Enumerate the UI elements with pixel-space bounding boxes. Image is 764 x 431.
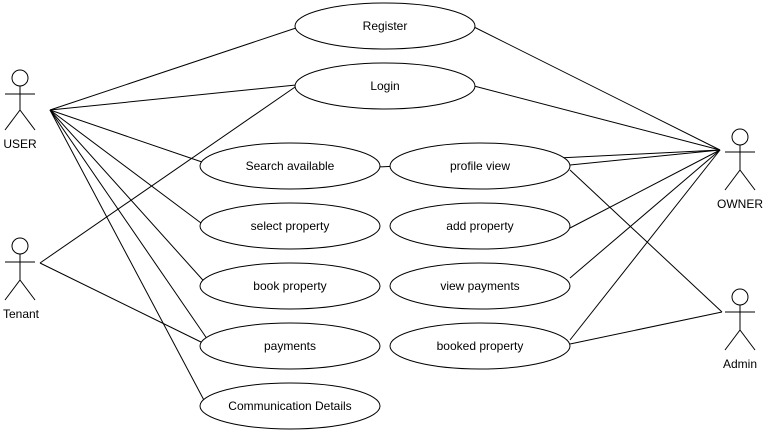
use-case-book-property-label: book property (253, 279, 326, 293)
edge-user-book-property (49, 109, 211, 289)
use-case-search-available[interactable]: Search available (199, 142, 381, 190)
edge-owner-view-payments (569, 149, 721, 279)
edge-tenant-payments (39, 262, 204, 344)
use-case-payments[interactable]: payments (199, 322, 381, 370)
use-case-login-shape (294, 62, 476, 110)
use-case-register-label: Register (363, 19, 408, 33)
use-case-profile-view[interactable]: profile view (389, 142, 571, 190)
actor-user-label: USER (3, 137, 37, 151)
use-case-book-property[interactable]: book property (199, 262, 381, 310)
use-case-communication-details-shape (199, 382, 381, 430)
actor-user-icon (4, 69, 36, 131)
actor-admin-label: Admin (723, 357, 757, 371)
use-case-booked-property-label: booked property (437, 339, 524, 353)
actor-admin-icon (724, 288, 756, 351)
use-case-payments-label: payments (264, 339, 316, 353)
actor-tenant-label: Tenant (3, 307, 40, 321)
actor-owner-icon (724, 128, 756, 191)
edge-user-communication-details (49, 109, 207, 405)
edge-admin-booked-property (569, 311, 723, 345)
use-case-select-property-label: select property (251, 219, 330, 233)
edge-owner-login (473, 85, 721, 151)
actor-owner-label: OWNER (717, 197, 763, 211)
edge-user-payments (49, 109, 213, 347)
use-case-login-label: Login (370, 79, 399, 93)
use-case-register[interactable]: Register (294, 2, 476, 50)
use-case-view-payments[interactable]: view payments (389, 262, 571, 310)
use-case-book-property-shape (199, 262, 381, 310)
use-case-add-property-label: add property (446, 219, 513, 233)
edge-owner-profile-view (569, 149, 721, 166)
use-case-booked-property[interactable]: booked property (389, 322, 571, 370)
associations (39, 26, 723, 405)
use-case-communication-details[interactable]: Communication Details (199, 382, 381, 430)
use-case-select-property-shape (199, 202, 381, 250)
use-case-select-property[interactable]: select property (199, 202, 381, 250)
use-case-communication-details-label: Communication Details (228, 399, 351, 413)
use-case-search-available-label: Search available (246, 159, 335, 173)
use-case-view-payments-shape (389, 262, 571, 310)
edge-user-select-property (49, 109, 206, 227)
use-case-login[interactable]: Login (294, 62, 476, 110)
actor-owner[interactable]: OWNER (717, 128, 763, 211)
use-case-profile-view-shape (389, 142, 571, 190)
edge-user-login (49, 84, 297, 111)
edge-owner-booked-property (569, 149, 721, 341)
edge-owner-register (473, 26, 721, 151)
actor-admin[interactable]: Admin (723, 288, 757, 371)
actor-tenant-icon (4, 237, 36, 301)
edge-user-search-available (49, 109, 203, 163)
use-case-payments-shape (199, 322, 381, 370)
actor-user[interactable]: USER (3, 69, 37, 151)
use-case-booked-property-shape (389, 322, 571, 370)
actor-tenant[interactable]: Tenant (3, 237, 40, 321)
edge-admin-profile-view (569, 169, 723, 313)
edge-tenant-login (39, 84, 299, 264)
edge-user-register (49, 27, 297, 111)
use-case-add-property[interactable]: add property (389, 202, 571, 250)
use-case-search-available-shape (199, 142, 381, 190)
edge-owner-add-property (569, 149, 721, 229)
use-case-add-property-shape (389, 202, 571, 250)
use-case-register-shape (294, 2, 476, 50)
use-case-profile-view-label: profile view (450, 159, 510, 173)
use-case-view-payments-label: view payments (440, 279, 519, 293)
